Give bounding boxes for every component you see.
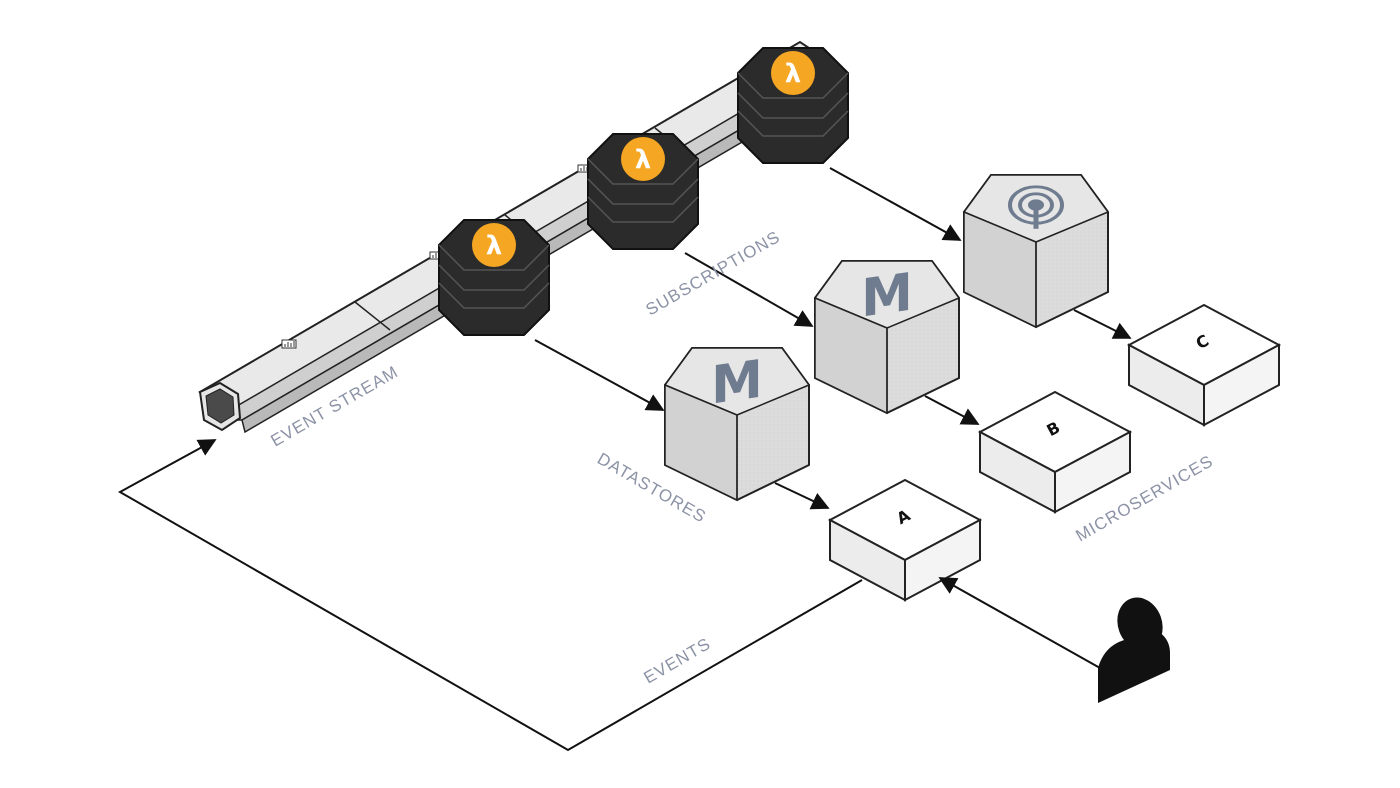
arrow-function2-to-datastore [684, 252, 814, 327]
database-icon: M [711, 350, 763, 417]
service-box-c: C [1126, 303, 1282, 427]
svg-text:λ: λ [486, 231, 502, 261]
broadcast-icon [1008, 185, 1064, 229]
datastore-node-1: M [663, 347, 811, 502]
lambda-function-icon: λ [621, 137, 665, 181]
user-icon [1098, 597, 1170, 703]
function-stack-2: λ [587, 133, 699, 250]
arrow-function3-to-broadcast [829, 167, 962, 241]
svg-text:λ: λ [635, 145, 651, 175]
arrow-function1-to-datastore [534, 339, 665, 411]
arrow-broadcast-to-c [1073, 309, 1132, 339]
broadcast-node [962, 174, 1110, 329]
events-flow-line [117, 439, 863, 752]
database-icon: M [861, 263, 913, 330]
arrow-datastore2-to-b [924, 395, 980, 425]
service-box-b: B [977, 390, 1133, 514]
function-stack-3: λ [737, 47, 849, 164]
function-stack-1: λ [438, 219, 550, 336]
arrow-datastore1-to-a [774, 482, 830, 510]
svg-text:λ: λ [785, 59, 801, 89]
datastore-node-2: M [813, 260, 961, 415]
service-box-a: A [827, 478, 983, 602]
lambda-function-icon: λ [771, 51, 815, 95]
arrow-user-to-a [938, 577, 1101, 669]
event-stream-icon [198, 381, 242, 432]
stream-marker-icon [281, 339, 297, 349]
lambda-function-icon: λ [472, 223, 516, 267]
label-events: EVENTS [641, 634, 715, 687]
